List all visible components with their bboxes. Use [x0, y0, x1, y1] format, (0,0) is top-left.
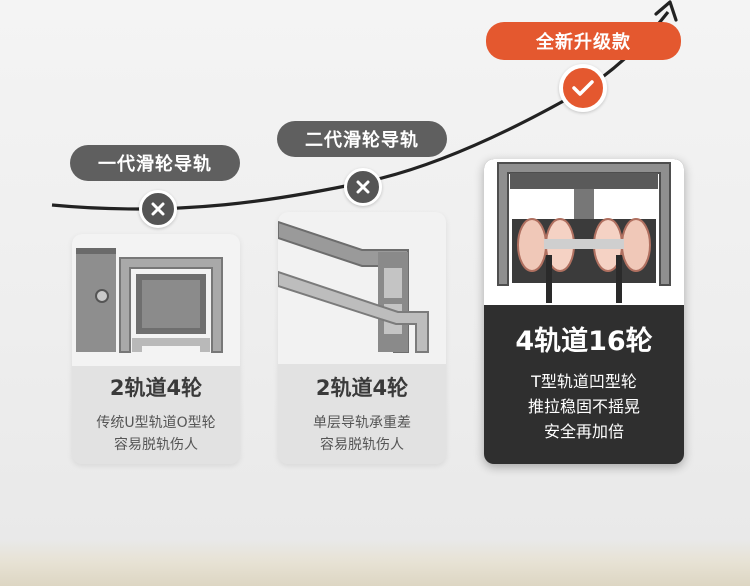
upgraded-rail-image [484, 159, 684, 305]
cross-icon [344, 168, 382, 206]
gen1-rail-tag: 一代滑轮导轨 [70, 145, 240, 181]
upgrade-badge: 全新升级款 [486, 22, 681, 60]
upgraded-rail-card: 4轨道16轮 T型轨道凹型轮 推拉稳固不摇晃 安全再加倍 [484, 159, 684, 464]
gen2-rail-desc-line2: 容易脱轨伤人 [320, 437, 404, 453]
arrow-head-icon [654, 0, 678, 22]
gen1-rail-title: 2轨道4轮 [109, 376, 203, 400]
gen2-rail-image [278, 212, 446, 364]
gen1-rail-desc-line1: 传统U型轨道O型轮 [96, 415, 216, 431]
check-icon [559, 64, 607, 112]
upgraded-rail-desc-line3: 安全再加倍 [543, 422, 624, 441]
gen2-rail-desc-line1: 单层导轨承重差 [313, 415, 411, 431]
cross-icon [139, 190, 177, 228]
gen1-rail-desc-line2: 容易脱轨伤人 [114, 437, 198, 453]
upgrade-badge-label: 全新升级款 [536, 32, 631, 53]
gen1-rail-image [72, 234, 240, 366]
gen2-rail-title: 2轨道4轮 [315, 376, 409, 400]
gen1-rail-tag-label: 一代滑轮导轨 [98, 154, 212, 175]
gen2-rail-card: 2轨道4轮 单层导轨承重差 容易脱轨伤人 [278, 212, 446, 464]
upgraded-rail-desc-line1: T型轨道凹型轮 [531, 372, 637, 391]
gen2-rail-tag-label: 二代滑轮导轨 [305, 130, 419, 151]
gen2-rail-tag: 二代滑轮导轨 [277, 121, 447, 157]
upgraded-rail-desc-line2: 推拉稳固不摇晃 [527, 397, 640, 416]
upgraded-rail-title: 4轨道16轮 [515, 326, 653, 357]
gen1-rail-card: 2轨道4轮 传统U型轨道O型轮 容易脱轨伤人 [72, 234, 240, 464]
